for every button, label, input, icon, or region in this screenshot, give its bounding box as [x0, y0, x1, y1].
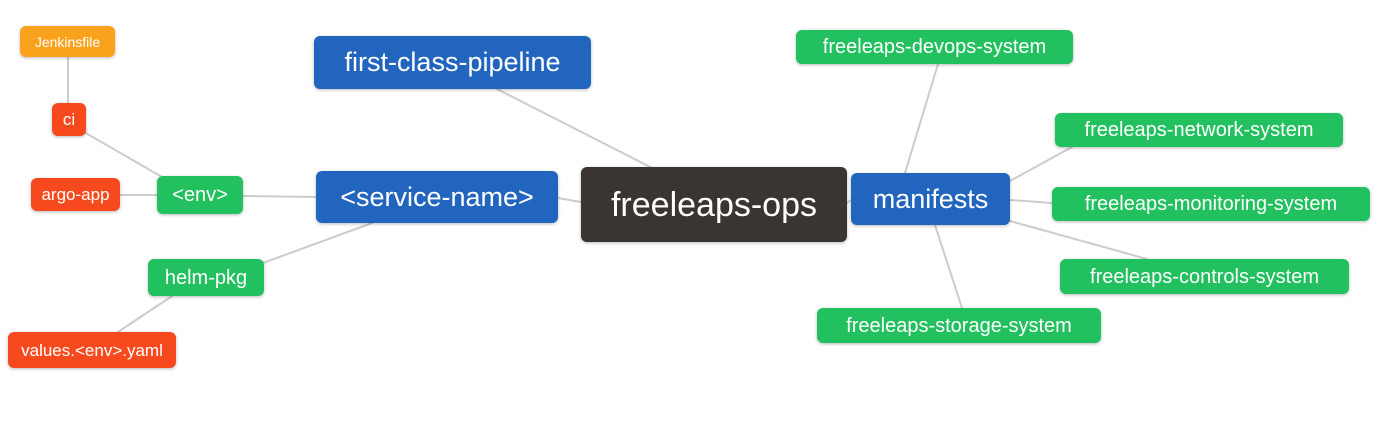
node-storage-system[interactable]: freeleaps-storage-system: [817, 308, 1101, 343]
node-network-system[interactable]: freeleaps-network-system: [1055, 113, 1343, 147]
edge-manifests-to-controls-system: [1009, 220, 1148, 260]
node-freeleaps-ops[interactable]: freeleaps-ops: [581, 167, 847, 242]
node-ci[interactable]: ci: [52, 103, 86, 136]
edge-first-class-pipeline-to-freeleaps-ops: [496, 88, 659, 172]
edge-ci-to-env: [83, 131, 163, 178]
node-values-env-yaml[interactable]: values.<env>.yaml: [8, 332, 176, 368]
edge-values-env-yaml-to-helm-pkg: [117, 295, 173, 333]
edge-service-name-to-freeleaps-ops: [557, 197, 582, 203]
node-label: manifests: [872, 183, 989, 214]
node-label: first-class-pipeline: [344, 47, 561, 77]
node-label: ci: [62, 110, 76, 129]
node-label: freeleaps-network-system: [1084, 119, 1314, 141]
node-label: freeleaps-storage-system: [846, 314, 1072, 337]
node-first-class-pipeline[interactable]: first-class-pipeline: [314, 36, 591, 89]
edge-env-to-service-name: [242, 195, 317, 198]
node-service-name[interactable]: <service-name>: [316, 171, 558, 223]
node-label: values.<env>.yaml: [21, 340, 163, 360]
node-label: <env>: [172, 184, 228, 206]
node-manifests[interactable]: manifests: [851, 173, 1010, 225]
node-label: <service-name>: [340, 181, 534, 212]
node-label: freeleaps-devops-system: [822, 36, 1047, 58]
node-label: freeleaps-ops: [610, 185, 817, 224]
node-env[interactable]: <env>: [157, 176, 243, 214]
edge-freeleaps-ops-to-manifests: [846, 199, 852, 204]
node-helm-pkg[interactable]: helm-pkg: [148, 259, 264, 296]
node-label: argo-app: [41, 185, 110, 204]
edge-manifests-to-storage-system: [934, 224, 963, 309]
node-label: Jenkinsfile: [34, 33, 101, 50]
edge-manifests-to-network-system: [1009, 146, 1073, 182]
node-label: freeleaps-controls-system: [1090, 265, 1319, 288]
node-argo-app[interactable]: argo-app: [31, 178, 120, 211]
node-label: freeleaps-monitoring-system: [1084, 193, 1338, 215]
node-label: helm-pkg: [164, 266, 248, 289]
node-monitoring-system[interactable]: freeleaps-monitoring-system: [1052, 187, 1370, 221]
edge-helm-pkg-to-service-name: [262, 222, 373, 264]
edge-manifests-to-devops-system: [904, 63, 939, 174]
node-controls-system[interactable]: freeleaps-controls-system: [1060, 259, 1349, 294]
node-devops-system[interactable]: freeleaps-devops-system: [796, 30, 1073, 64]
edge-manifests-to-monitoring-system: [1009, 199, 1053, 204]
node-jenkinsfile[interactable]: Jenkinsfile: [20, 26, 115, 57]
